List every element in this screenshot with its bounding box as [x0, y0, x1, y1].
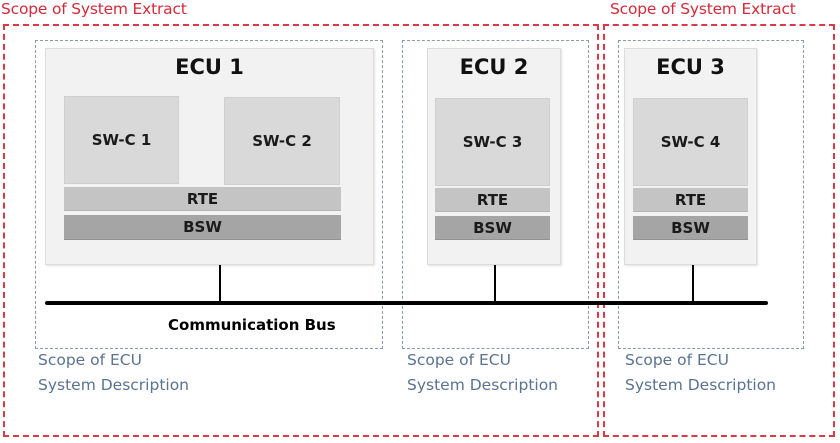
ecu-scope-1-label-line1: Scope of ECU: [38, 351, 142, 369]
communication-bus-label: Communication Bus: [168, 316, 336, 334]
ecu-scope-3-label: Scope of ECU System Description: [625, 348, 776, 398]
ecu-scope-1-label-line2: System Description: [38, 376, 190, 394]
ecu-scope-3: [618, 40, 804, 349]
ecu-2-rte: RTE: [435, 188, 550, 212]
system-extract-label-2: Scope of System Extract: [610, 0, 796, 18]
ecu-scope-2: [402, 40, 589, 349]
ecu-scope-3-label-line1: Scope of ECU: [625, 351, 729, 369]
ecu-2-bsw: BSW: [435, 216, 550, 240]
ecu-1-title: ECU 1: [175, 55, 244, 79]
swc-3[interactable]: SW-C 3: [435, 98, 550, 186]
ecu-3-title: ECU 3: [656, 55, 725, 79]
ecu-scope-2-label-line1: Scope of ECU: [407, 351, 511, 369]
ecu-scope-2-label: Scope of ECU System Description: [407, 348, 558, 398]
swc-2[interactable]: SW-C 2: [224, 97, 340, 185]
ecu-3-bsw: BSW: [633, 216, 748, 240]
ecu-2-bus-connector: [494, 265, 496, 303]
system-extract-scope-1: [3, 24, 599, 437]
ecu-1-bus-connector: [219, 265, 221, 303]
ecu-scope-1-label: Scope of ECU System Description: [38, 348, 189, 398]
ecu-scope-2-label-line2: System Description: [407, 376, 559, 394]
ecu-3-rte: RTE: [633, 188, 748, 212]
swc-1[interactable]: SW-C 1: [64, 96, 179, 184]
ecu-3-bus-connector: [692, 265, 694, 303]
communication-bus-line: [45, 301, 768, 305]
ecu-1-rte: RTE: [64, 187, 341, 211]
ecu-1-bsw: BSW: [64, 215, 341, 240]
ecu-2-title: ECU 2: [459, 55, 529, 79]
ecu-scope-1: [35, 40, 383, 349]
system-extract-scope-2: [603, 24, 835, 437]
system-extract-label-1: Scope of System Extract: [1, 0, 187, 18]
swc-4[interactable]: SW-C 4: [633, 98, 748, 186]
ecu-scope-3-label-line2: System Description: [625, 376, 777, 394]
